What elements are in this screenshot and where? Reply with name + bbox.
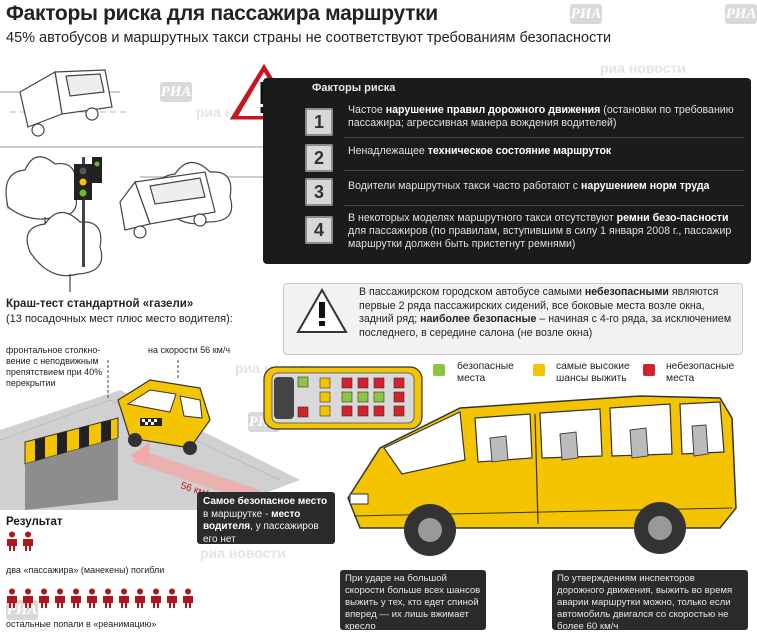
person-icon xyxy=(7,531,17,551)
legend-swatch-safe xyxy=(433,364,445,376)
person-icon xyxy=(103,588,113,608)
bottom-note-backward: При ударе на большой скорости больше все… xyxy=(340,570,486,632)
dead-figures xyxy=(6,531,66,553)
rest-text: остальные попали в «реанимацию» xyxy=(6,619,157,629)
legend-label-unsafe: небезопасные места xyxy=(666,361,735,384)
person-icon xyxy=(23,531,33,551)
divider xyxy=(344,170,744,171)
ria-logo: РИА xyxy=(725,4,757,24)
watermark-text: риа новости xyxy=(600,60,686,76)
risk-panel-title: Факторы риска xyxy=(312,82,396,94)
person-icon xyxy=(183,588,193,608)
crash-speed-label: на скорости 56 км/ч xyxy=(148,345,231,355)
person-icon xyxy=(135,588,145,608)
street-illustration xyxy=(0,69,300,292)
ria-logo: РИА xyxy=(570,4,602,24)
person-icon xyxy=(151,588,161,608)
risk-number-4: 4 xyxy=(305,216,333,244)
person-icon xyxy=(71,588,81,608)
seat-warning-box xyxy=(283,283,743,355)
warning-triangle-icon xyxy=(296,288,348,333)
rest-figures xyxy=(6,588,206,610)
risk-number-2: 2 xyxy=(305,144,333,172)
person-icon xyxy=(119,588,129,608)
minibus-illustration xyxy=(347,395,737,556)
risk-number-1: 1 xyxy=(305,108,333,136)
risk-number-3: 3 xyxy=(305,178,333,206)
crash-frontal-label: фронтальное столкно-вение с неподвижным … xyxy=(6,345,103,388)
seat-map xyxy=(263,366,423,430)
person-icon xyxy=(23,588,33,608)
legend-swatch-unsafe xyxy=(643,364,655,376)
person-icon xyxy=(87,588,97,608)
risk-item-2: Ненадлежащее техническое состояние маршр… xyxy=(348,145,612,157)
legend-label-safe: безопасные места xyxy=(457,361,514,384)
person-icon xyxy=(167,588,177,608)
person-icon xyxy=(7,588,17,608)
watermark-text: риа новости xyxy=(200,545,286,561)
page-subtitle: 45% автобусов и маршрутных такси страны … xyxy=(6,30,612,46)
risk-item-3: Водители маршрутных такси часто работают… xyxy=(348,180,710,192)
safe-seat-note: Самое безопасное место в маршрутке - мес… xyxy=(197,492,335,545)
divider xyxy=(344,205,744,206)
divider xyxy=(344,137,744,138)
risk-item-1: Частое нарушение правил дорожного движен… xyxy=(348,104,734,129)
seat-warning-text: В пассажирском городском автобусе самыми… xyxy=(359,286,732,339)
risk-factors-panel xyxy=(263,78,751,264)
crash-test-illustration: 56 км/ч xyxy=(0,360,300,510)
dead-text: два «пассажира» (манекены) погибли xyxy=(6,565,165,575)
result-title: Результат xyxy=(6,516,63,528)
crash-test-title: Краш-тест стандартной «газели» xyxy=(6,298,194,310)
page-title: Факторы риска для пассажира маршрутки xyxy=(6,2,438,25)
taxi-icon xyxy=(117,379,211,455)
risk-item-4: В некоторых моделях маршрутного такси от… xyxy=(348,212,732,250)
legend-label-survive: самые высокие шансы выжить xyxy=(556,361,630,384)
ria-logo: РИА xyxy=(160,82,192,102)
legend-swatch-survive xyxy=(533,364,545,376)
bottom-note-speed: По утверждениям инспекторов дорожного дв… xyxy=(552,570,748,632)
person-icon xyxy=(39,588,49,608)
person-icon xyxy=(55,588,65,608)
traffic-light-icon xyxy=(74,157,102,267)
crash-test-subtitle: (13 посадочных мест плюс место водителя)… xyxy=(6,313,233,325)
